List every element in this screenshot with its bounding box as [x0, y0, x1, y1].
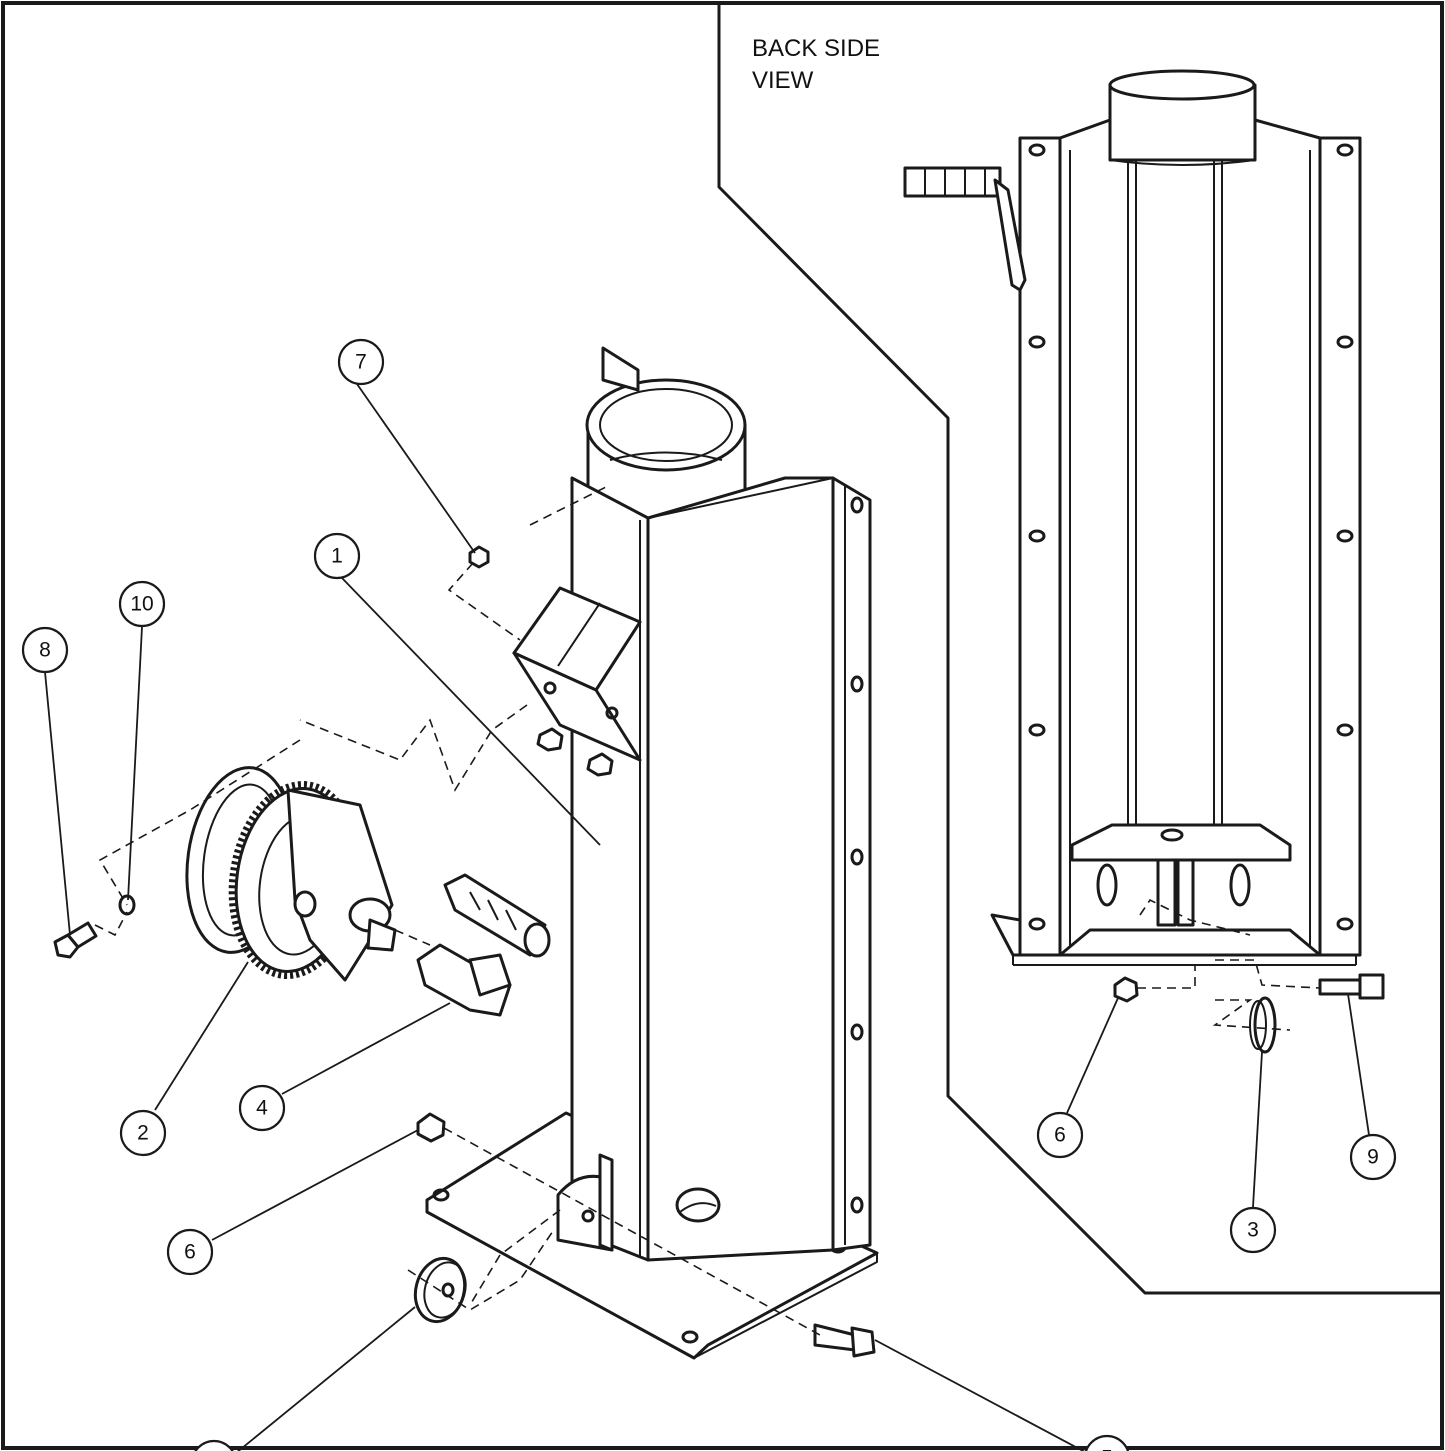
main-column — [570, 476, 872, 1262]
bolt-5 — [813, 1323, 876, 1358]
inset-border — [717, 1, 1444, 1295]
svg-text:3: 3 — [1247, 1219, 1259, 1242]
svg-text:4: 4 — [256, 1097, 268, 1120]
callout-2: 2 — [119, 1109, 167, 1157]
back-gusset-plate — [1058, 823, 1322, 957]
back-flange-slots — [1028, 143, 1354, 931]
callout-10: 10 — [118, 580, 166, 628]
top-bracket-tab — [601, 346, 640, 392]
svg-text:6: 6 — [184, 1241, 196, 1264]
callout-4: 4 — [238, 1084, 286, 1132]
back-crank-handle — [903, 166, 1027, 292]
back-nut-6 — [1113, 976, 1139, 1003]
back-top-tube — [1108, 69, 1257, 166]
svg-text:8: 8 — [39, 639, 51, 662]
winch-mount-bracket — [512, 586, 642, 777]
assembly-lines — [94, 484, 821, 1336]
callout-6-back: 6 — [1036, 1111, 1084, 1159]
nut-6 — [416, 1112, 446, 1143]
callout-3-back: 3 — [1229, 1206, 1277, 1254]
back-right-flange — [1318, 136, 1362, 957]
back-bolt-9 — [1318, 973, 1385, 1000]
callout-3-shown: 3 — [194, 1439, 234, 1451]
callout-9: 9 — [1349, 1133, 1397, 1181]
callout-6: 6 — [166, 1228, 214, 1276]
lower-gusset — [556, 1153, 614, 1252]
svg-text:6: 6 — [1054, 1124, 1066, 1147]
callouts: 7 1 10 8 2 4 6 — [21, 338, 1397, 1451]
svg-text:7: 7 — [355, 351, 367, 374]
svg-text:10: 10 — [130, 593, 153, 616]
callout-5: 5 — [1084, 1434, 1130, 1451]
callout-7: 7 — [337, 338, 385, 386]
back-side-view-assembly — [903, 69, 1385, 1054]
svg-text:1: 1 — [331, 545, 343, 568]
winch-drum — [185, 766, 397, 982]
back-assembly-lines — [1137, 898, 1321, 1031]
inset-view-label: BACK SIDE — [752, 35, 880, 62]
callout-8: 8 — [21, 626, 69, 674]
inset-view-label-line2: VIEW — [752, 67, 814, 94]
crank-handle — [416, 873, 551, 1017]
svg-text:5: 5 — [1101, 1447, 1113, 1451]
svg-text:2: 2 — [137, 1122, 149, 1145]
svg-text:9: 9 — [1367, 1146, 1379, 1169]
back-left-flange — [1018, 136, 1062, 957]
bolt-8 — [53, 921, 98, 959]
back-pulley-3 — [1249, 996, 1277, 1054]
winch-stand-assembly — [53, 346, 879, 1360]
callout-1: 1 — [313, 532, 361, 580]
